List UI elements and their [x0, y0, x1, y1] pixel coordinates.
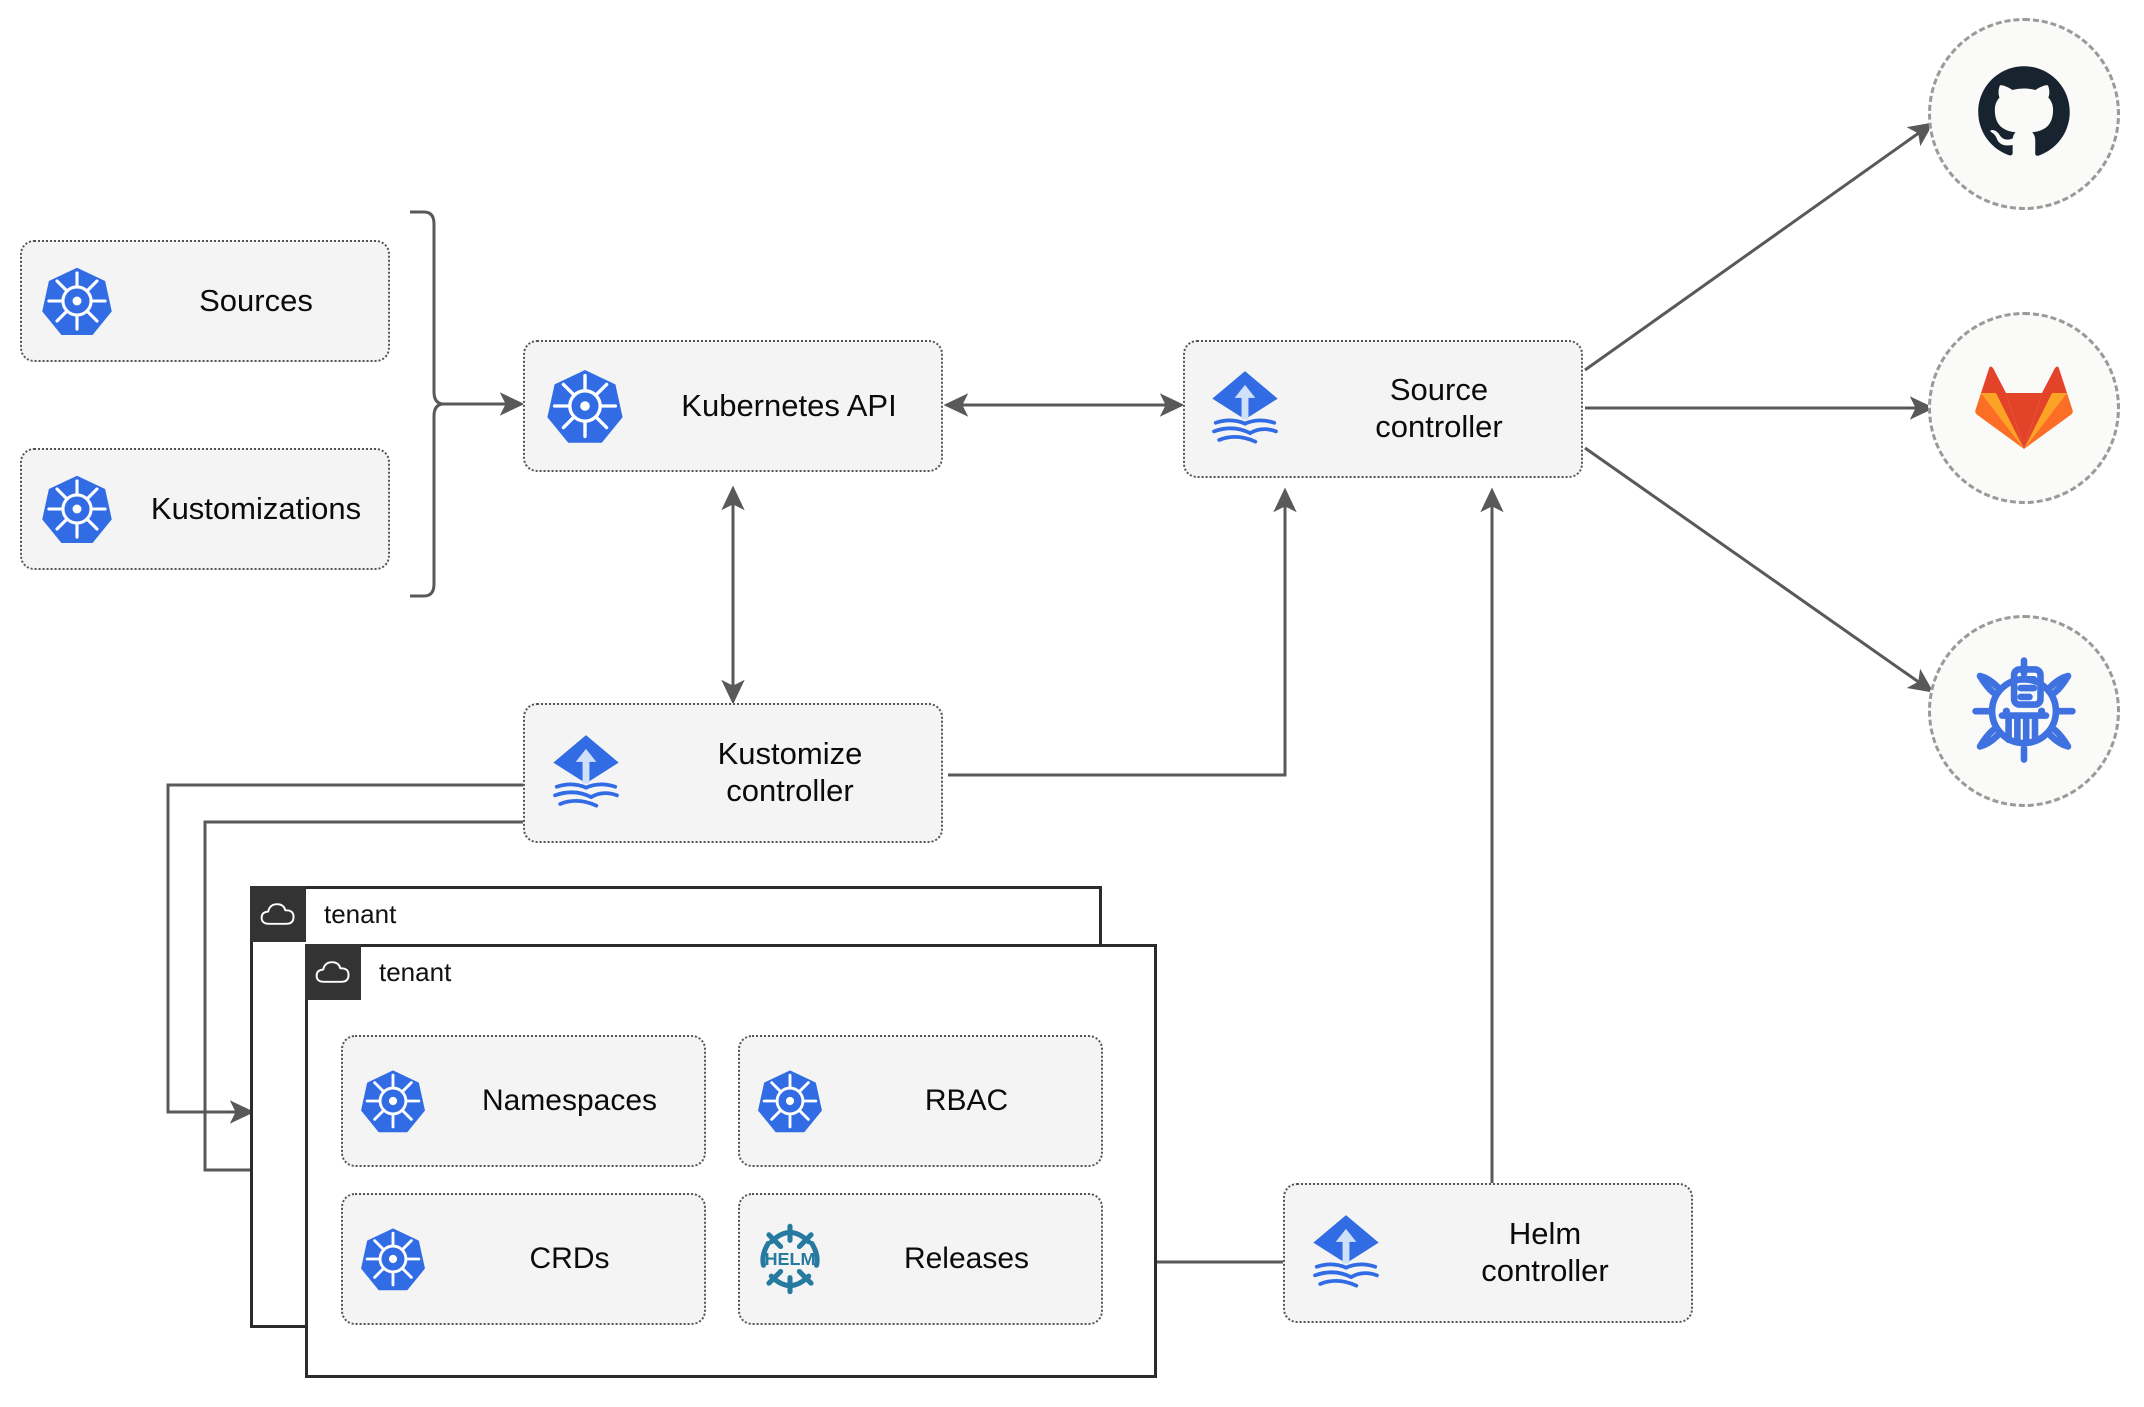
node-rbac[interactable]: RBAC — [738, 1035, 1103, 1167]
gitlab-icon — [1974, 359, 2074, 458]
helm-icon: HELM — [740, 1220, 840, 1298]
tenant-title-bar: tenant — [250, 886, 396, 942]
tenant-label: tenant — [379, 956, 452, 987]
node-label: Helm controller — [1481, 1216, 1609, 1288]
node-label: Kustomize controller — [717, 736, 863, 808]
node-namespaces[interactable]: Namespaces — [341, 1035, 706, 1167]
helm-repo-icon — [1969, 654, 2079, 769]
node-label: Namespaces — [481, 1084, 658, 1118]
node-label: Kustomizations — [150, 490, 362, 526]
edge-source-to-helm-repo — [1584, 446, 1934, 693]
edge-kustomize-to-source — [948, 487, 1297, 777]
node-crds[interactable]: CRDs — [341, 1193, 706, 1325]
github-icon — [1972, 60, 2076, 169]
flux-icon — [525, 730, 647, 816]
node-label: CRDs — [529, 1242, 610, 1276]
kubernetes-icon — [343, 1225, 443, 1293]
node-sources[interactable]: Sources — [20, 240, 390, 362]
node-label: Kubernetes API — [681, 387, 897, 423]
node-source-controller[interactable]: Source controller — [1183, 340, 1583, 478]
group-bracket — [410, 210, 445, 598]
endpoint-gitlab[interactable] — [1928, 312, 2120, 504]
node-helm-controller[interactable]: Helm controller — [1283, 1183, 1693, 1323]
flux-icon — [1285, 1210, 1407, 1296]
tenant-resources-grid: Namespaces RBAC — [341, 1035, 1103, 1325]
kubernetes-icon — [525, 366, 645, 446]
tenant-container-front[interactable]: tenant Namespaces — [305, 944, 1157, 1378]
endpoint-github[interactable] — [1928, 18, 2120, 210]
flux-icon — [1185, 366, 1305, 452]
svg-text:HELM: HELM — [765, 1249, 816, 1269]
kubernetes-icon — [22, 264, 132, 338]
node-kustomizations[interactable]: Kustomizations — [20, 448, 390, 570]
node-label: Sources — [199, 282, 313, 318]
cloud-icon — [305, 944, 361, 1000]
kubernetes-icon — [343, 1067, 443, 1135]
kubernetes-icon — [22, 472, 132, 546]
cloud-icon — [250, 886, 306, 942]
node-kustomize-controller[interactable]: Kustomize controller — [523, 703, 943, 843]
node-releases[interactable]: HELM Releases — [738, 1193, 1103, 1325]
tenant-title-bar: tenant — [305, 944, 451, 1000]
node-label: Releases — [903, 1242, 1030, 1276]
tenant-label: tenant — [324, 898, 397, 929]
edge-source-to-github — [1584, 122, 1934, 372]
node-label: RBAC — [924, 1084, 1009, 1118]
kubernetes-icon — [740, 1067, 840, 1135]
node-label: Source controller — [1375, 372, 1503, 444]
node-kubernetes-api[interactable]: Kubernetes API — [523, 340, 943, 472]
endpoint-helm-repository[interactable] — [1928, 615, 2120, 807]
